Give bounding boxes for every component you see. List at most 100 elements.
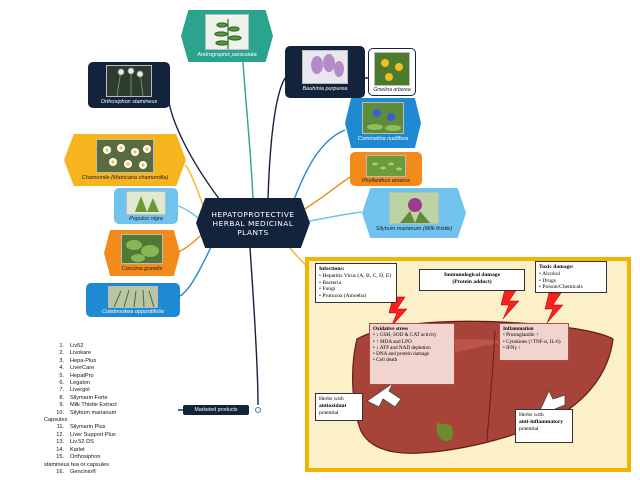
marketed-product-name: Livergol — [70, 387, 90, 394]
plant-label-colebrookea: Colebrookea oppositifolia — [102, 309, 164, 315]
marketed-product-name: Silymarin Forte — [70, 394, 108, 401]
marketed-product-name: Gencinio® — [70, 468, 97, 475]
link-colebrookea — [179, 244, 213, 297]
antioxidant-bold: antioxidant — [319, 402, 347, 409]
plant-label-gmelina: Gmelina arborea — [373, 87, 411, 93]
node-silybum-marianum[interactable]: Silybum marianum (Milk thistle) — [362, 188, 466, 238]
immunological-box: Immunological damage (Protein adduct) — [419, 269, 525, 291]
marketed-product-number: 9. — [59, 402, 64, 409]
node-chamomile[interactable]: Chamomile (Matricaria chamomilla) — [64, 134, 186, 186]
marketed-product-name: HepatPro — [70, 372, 94, 379]
marketed-product-item: 5.HepatPro — [44, 373, 178, 380]
marketed-product-number: 11. — [56, 424, 64, 431]
marketed-product-name: Orthosiphon — [70, 454, 101, 461]
antiinflam-post: potential — [519, 425, 539, 432]
plant-image-andrographis — [205, 14, 249, 50]
toxic-item: • Drugs — [539, 277, 557, 284]
inflammation-box: Inflammation • Prostaglandin ↑ • Cytokin… — [499, 323, 569, 361]
node-gmelina-arborea[interactable]: Gmelina arborea — [368, 48, 416, 96]
marketed-product-name: Silymarin Plus — [70, 424, 106, 431]
plant-label-chamomile: Chamomile (Matricaria chamomilla) — [81, 175, 169, 181]
marketed-product-item: 2. Livokare — [44, 350, 178, 357]
node-bauhinia-purpurea[interactable]: Bauhinia purpurea — [285, 46, 365, 98]
gallbladder — [436, 423, 454, 441]
lightning-bolts — [388, 288, 564, 328]
node-populus-nigra[interactable]: Populus nigra — [114, 188, 178, 224]
plant-label-andrographis: Andrographis paniculata — [197, 52, 257, 58]
marketed-products-label[interactable]: Marketed products — [183, 405, 249, 415]
link-andrographis — [242, 61, 254, 199]
oxidative-item: • ↓ GSH, SOD & CAT activity — [373, 332, 437, 339]
plant-image-silybum — [389, 192, 439, 224]
marketed-product-item: 14.Karlet — [44, 447, 178, 454]
marketed-product-name: LiverCare — [70, 365, 95, 372]
central-title: HEPATOPROTECTIVE HERBAL MEDICINAL PLANTS — [211, 209, 295, 237]
node-colebrookea-oppositifolia[interactable]: Colebrookea oppositifolia — [86, 283, 180, 317]
plant-label-orthosiphon: Orthosiphon stamineus — [100, 99, 158, 105]
node-coccinia-grandis[interactable]: Coccinia grandis — [104, 230, 180, 276]
plant-label-silybum: Silybum marianum (Milk thistle) — [375, 226, 453, 232]
plant-image-gmelina — [374, 52, 410, 86]
toxic-item: • Alcohol — [539, 270, 561, 277]
antioxidant-post: potential — [319, 409, 339, 416]
marketed-product-name: Livokare — [70, 350, 92, 357]
node-phyllanthus-amarus[interactable]: Phyllanthus amarus — [350, 152, 422, 186]
central-topic[interactable]: HEPATOPROTECTIVE HERBAL MEDICINAL PLANTS — [196, 198, 310, 248]
marketed-product-name: Capsules — [44, 417, 68, 424]
infections-item: • Fungi — [319, 286, 336, 293]
marketed-product-number: 2. — [59, 350, 64, 357]
antioxidant-box: Herbs with antioxidant potential — [315, 393, 363, 421]
plant-label-coccinia: Coccinia grandis — [121, 266, 163, 272]
marketed-product-name: Milk Thistle Extract — [70, 402, 117, 409]
oxidative-title: Oxidative stress — [373, 326, 409, 332]
plant-label-bauhinia: Bauhinia purpurea — [302, 86, 348, 92]
inflammation-item: • Prostaglandin ↑ — [503, 332, 539, 339]
lightning-bolt-middle — [500, 288, 520, 320]
node-orthosiphon-stamineus[interactable]: Orthosiphon stamineus — [88, 62, 170, 108]
anti-inflammatory-box: Herbs with anti-inflammatory potential — [515, 409, 573, 443]
marketed-product-name: Liv52 — [70, 343, 84, 349]
lightning-bolt-right — [544, 292, 564, 324]
liver-lobe-divider — [486, 330, 496, 442]
inflammation-item: • Cytokines (↑TNF-α, IL-6) — [503, 338, 561, 345]
plant-image-chamomile — [96, 139, 154, 173]
plant-image-colebrookea — [108, 286, 158, 308]
marketed-product-item: 11. Silymarin Plus — [44, 424, 178, 431]
plant-image-phyllanthus — [366, 155, 406, 177]
marketed-product-item: Capsules — [44, 417, 178, 424]
marketed-product-item: 6.Legalon — [44, 380, 178, 387]
marketed-product-item: 12.Liver Support Plus — [44, 432, 178, 439]
inflammation-item: • IFNγ ↑ — [503, 344, 521, 351]
link-phyllanthus — [299, 176, 351, 213]
marketed-product-number: 4. — [59, 365, 64, 372]
plant-image-coccinia — [121, 234, 163, 264]
marketed-product-number: 8. — [59, 394, 64, 401]
liver-damage-panel: Infections: • Hepatitis Virus (A, B, C, … — [305, 257, 631, 472]
plant-image-populus — [126, 191, 166, 215]
marketed-product-item: 4. LiverCare — [44, 365, 178, 372]
lightning-bolt-left — [388, 296, 408, 328]
link-marketed — [249, 247, 259, 406]
immunological-title: Immunological damage — [443, 272, 501, 278]
link-populus — [177, 205, 201, 221]
plant-image-bauhinia — [302, 50, 348, 84]
node-commelina-nudiflora[interactable]: Commelina nudiflora — [345, 98, 421, 148]
oxidative-stress-box: Oxidative stress • ↓ GSH, SOD & CAT acti… — [369, 323, 455, 385]
link-silybum — [304, 211, 363, 223]
link-bauhinia — [267, 77, 286, 199]
marketed-product-number: 16. — [56, 468, 64, 475]
antioxidant-pre: Herbs with — [319, 396, 344, 402]
marketed-product-item: 3.Hepa-Plus — [44, 358, 178, 365]
antiinflam-bold: anti-inflammatory — [519, 418, 564, 425]
plant-label-phyllanthus: Phyllanthus amarus — [361, 178, 411, 184]
marketed-product-item: 16. Gencinio® — [44, 469, 178, 476]
plant-image-orthosiphon — [106, 65, 152, 97]
node-andrographis-paniculata[interactable]: Andrographis paniculata — [181, 10, 273, 62]
oxidative-item: • ↓ ATP and NAD depletion — [373, 344, 431, 351]
marketed-product-name: Karlet — [70, 446, 85, 453]
marketed-product-number: 12. — [56, 431, 64, 438]
link-commelina — [291, 129, 346, 206]
marketed-product-item: 1.Liv52 — [44, 343, 178, 350]
